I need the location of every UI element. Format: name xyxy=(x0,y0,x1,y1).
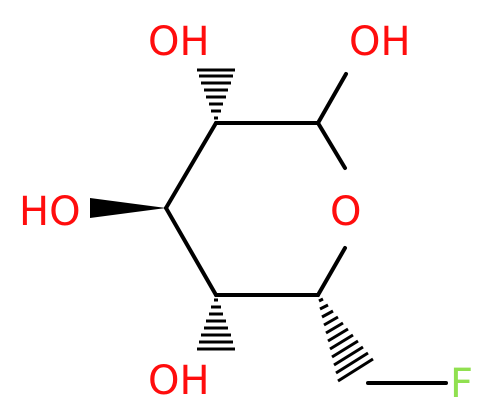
label-oh-top-right: OH xyxy=(349,19,411,65)
hashed-wedges xyxy=(197,68,374,383)
bond-c1-oh xyxy=(316,72,348,125)
bond-c5-ring-o xyxy=(316,246,347,297)
wedge-bond-left xyxy=(90,198,166,218)
label-fluorine: F xyxy=(450,361,473,407)
label-ring-oxygen: O xyxy=(330,189,361,235)
bond-c2-c3 xyxy=(164,121,218,210)
hashed-bond-top xyxy=(197,68,235,120)
label-oh-bottom: OH xyxy=(148,358,210,404)
bond-c3-c4 xyxy=(164,206,218,297)
hashed-bond-ch2 xyxy=(318,297,374,383)
ring-bonds xyxy=(164,72,448,385)
label-oh-top-left: OH xyxy=(148,19,210,65)
label-oh-left: HO xyxy=(19,189,81,235)
bond-ring-o-c1 xyxy=(316,121,347,170)
hashed-bond-bottom xyxy=(197,298,235,351)
